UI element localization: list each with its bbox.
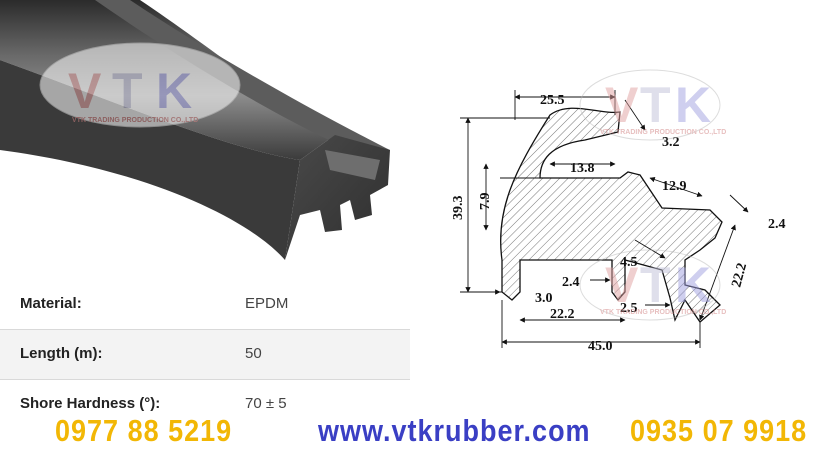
watermark-letter-t: T xyxy=(112,63,143,119)
spec-row-length: Length (m): 50 xyxy=(0,330,410,380)
watermark-logo-top: V T K VTK TRADING PRODUCTION CO.,LTD xyxy=(579,69,726,141)
watermark-letter-t: T xyxy=(640,257,671,313)
watermark-letter-v: V xyxy=(605,257,639,313)
dim-7-9: 7.9 xyxy=(478,193,493,211)
watermark-letter-k: K xyxy=(675,77,711,133)
watermark-letter-k: K xyxy=(675,257,711,313)
dim-2-4-inner: 2.4 xyxy=(562,275,580,290)
profile-drawing: 25.5 3.2 13.8 12.9 2.4 39.3 7.9 4.5 2.4 … xyxy=(451,69,786,354)
specs-table: Material: EPDM Length (m): 50 Shore Hard… xyxy=(0,280,410,430)
watermark-logo: V T K VTK TRADING PRODUCTION CO.,LTD xyxy=(39,42,241,128)
spec-label: Length (m): xyxy=(20,345,103,362)
spec-label: Material: xyxy=(20,295,82,312)
profile-section xyxy=(499,107,723,323)
watermark-company: VTK TRADING PRODUCTION CO.,LTD xyxy=(600,129,726,136)
spec-value: 70 ± 5 xyxy=(245,395,287,412)
dim-13-8: 13.8 xyxy=(570,161,595,176)
watermark-logo-bottom: V T K VTK TRADING PRODUCTION CO.,LTD xyxy=(579,249,726,321)
dim-25-5: 25.5 xyxy=(540,93,565,108)
product-photo: V T K VTK TRADING PRODUCTION CO.,LTD xyxy=(0,0,390,260)
watermark-letter-t: T xyxy=(640,77,671,133)
dim-45-0: 45.0 xyxy=(588,339,613,354)
dim-12-9: 12.9 xyxy=(662,179,687,194)
spec-row-material: Material: EPDM xyxy=(0,280,410,330)
watermark-letter-v: V xyxy=(68,63,102,119)
spec-row-hardness: Shore Hardness (°): 70 ± 5 xyxy=(0,380,410,430)
phone-number-right[interactable]: 0935 07 9918 xyxy=(630,414,808,448)
watermark-company: VTK TRADING PRODUCTION CO.,LTD xyxy=(72,117,198,124)
dim-2-5: 2.5 xyxy=(620,301,638,316)
spec-value: EPDM xyxy=(245,295,289,312)
watermark-letter-k: K xyxy=(156,63,192,119)
contact-footer: 0977 88 5219 www.vtkrubber.com 0935 07 9… xyxy=(0,412,818,450)
dim-39-3: 39.3 xyxy=(451,196,466,221)
dim-3-0: 3.0 xyxy=(535,291,553,306)
dim-22-2-vertical: 22.2 xyxy=(729,261,750,289)
phone-number-left[interactable]: 0977 88 5219 xyxy=(55,414,233,448)
website-link[interactable]: www.vtkrubber.com xyxy=(318,414,591,448)
watermark-company: VTK TRADING PRODUCTION CO.,LTD xyxy=(600,309,726,316)
dim-22-2-bottom: 22.2 xyxy=(550,307,575,322)
spec-label: Shore Hardness (°): xyxy=(20,395,161,412)
dim-4-5: 4.5 xyxy=(620,255,638,270)
watermark-letter-v: V xyxy=(605,77,639,133)
dim-2-4-right: 2.4 xyxy=(768,217,786,232)
spec-value: 50 xyxy=(245,345,262,362)
